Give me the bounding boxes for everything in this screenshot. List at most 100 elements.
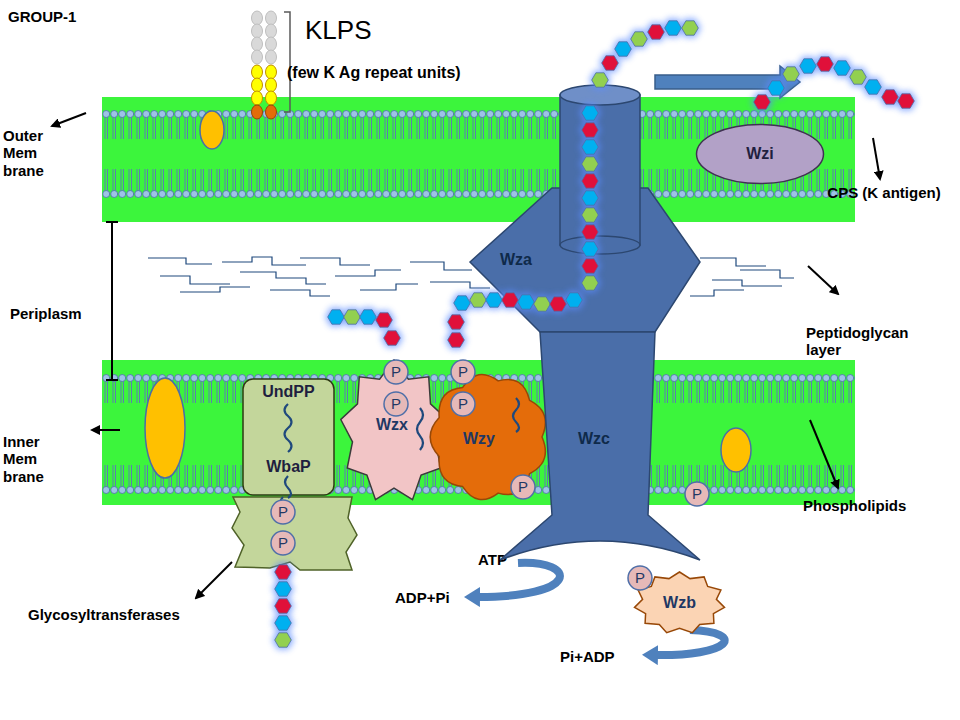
glow: [272, 597, 294, 616]
sugar-unit: [582, 225, 599, 239]
node-label: P: [278, 504, 288, 521]
label: ADP+Pi: [395, 589, 450, 606]
sugar-unit: [275, 582, 292, 596]
glow: [589, 71, 611, 90]
sugar-unit: [384, 331, 401, 345]
sugar-unit: [275, 616, 292, 630]
sugar-unit: [631, 32, 648, 46]
outer-membrane: [102, 97, 855, 222]
glow: [272, 580, 294, 599]
sugar-unit: [800, 59, 817, 73]
glow: [862, 78, 884, 97]
sugar-unit: [454, 296, 471, 310]
sugar-unit: [448, 315, 465, 329]
node-label: Wzb: [663, 594, 696, 612]
sugar-unit: [534, 297, 551, 311]
glow: [579, 172, 601, 191]
sugar-unit: [582, 174, 599, 188]
sugar-unit: [682, 21, 699, 35]
membrane-protein: [721, 428, 751, 472]
sugar-unit: [882, 90, 899, 104]
wza-channel: [470, 188, 700, 332]
export-arrow: [655, 66, 800, 98]
sugar-unit: [275, 565, 292, 579]
sugar-unit: [344, 310, 361, 324]
label: Periplasm: [10, 305, 82, 322]
polysaccharide-tail: [285, 404, 292, 498]
label: Inner Mem brane: [3, 433, 58, 485]
glow: [679, 19, 701, 38]
inner-membrane: [102, 360, 855, 505]
membrane-protein: [145, 378, 185, 478]
sugar: [252, 65, 263, 79]
node-label: Wzx: [376, 416, 408, 434]
glow: [765, 79, 787, 98]
sugar-unit: [582, 259, 599, 273]
sugar-unit: [360, 310, 377, 324]
glow: [579, 155, 601, 174]
node-outline: [384, 360, 408, 384]
node-outline: [628, 566, 652, 590]
glow: [381, 329, 403, 348]
label: Peptidoglycan layer: [806, 324, 936, 359]
glow: [797, 57, 819, 76]
node-outline: [451, 360, 475, 384]
sugar-unit: [582, 191, 599, 205]
wza-cylinder: [560, 95, 640, 245]
sugar-unit: [566, 293, 583, 307]
node-label: P: [458, 364, 468, 381]
node-label: Wzy: [463, 430, 495, 448]
membrane-protein: [200, 111, 224, 149]
sugar-unit: [582, 140, 599, 154]
node-label: P: [391, 364, 401, 381]
sugar: [252, 37, 263, 51]
dephosphorylation-arrow: [652, 630, 725, 655]
sugar-unit: [376, 313, 393, 327]
node-outline: [685, 482, 709, 506]
node-outline: [451, 392, 475, 416]
node-outline: [243, 379, 334, 495]
node-outline: [384, 392, 408, 416]
glow: [662, 19, 684, 38]
periplasm-bracket: [106, 222, 118, 380]
wzi-protein: Wzi: [695, 123, 825, 185]
glow: [445, 313, 467, 332]
glow: [895, 92, 917, 111]
sugar-unit: [850, 70, 867, 84]
phosphate: P: [510, 474, 536, 500]
node-label: P: [278, 535, 288, 552]
sugar-unit: [582, 276, 599, 290]
glow: [579, 223, 601, 242]
phosphate: P: [450, 391, 476, 417]
sugar: [252, 50, 263, 64]
node-label: P: [692, 486, 702, 503]
phosphate: P: [627, 565, 653, 591]
sugar-unit: [518, 295, 535, 309]
node-outline: [511, 475, 535, 499]
bracket: [284, 12, 290, 112]
sugar-unit: [648, 25, 665, 39]
node-label: Wzi: [746, 145, 774, 163]
sugar: [252, 78, 263, 92]
node-outline: [430, 374, 545, 499]
sugar-unit: [592, 73, 609, 87]
sugar-unit: [615, 42, 632, 56]
node-label: P: [518, 479, 528, 496]
label: Outer Mem brane: [3, 127, 58, 179]
sugar: [266, 11, 277, 25]
sugar: [266, 78, 277, 92]
sugar: [266, 24, 277, 38]
polysaccharide-tail: [513, 398, 519, 432]
node-label: WbaP: [266, 458, 310, 476]
sugar-unit: [582, 157, 599, 171]
node-outline: [271, 531, 295, 555]
sugar-unit: [582, 106, 599, 120]
glow: [579, 206, 601, 225]
node-outline: [271, 500, 295, 524]
phosphate: P: [270, 530, 296, 556]
label: KLPS: [305, 16, 372, 46]
phosphate: P: [450, 359, 476, 385]
glycosyltransferase: [232, 497, 357, 570]
glow: [272, 563, 294, 582]
sugar-unit: [448, 333, 465, 347]
